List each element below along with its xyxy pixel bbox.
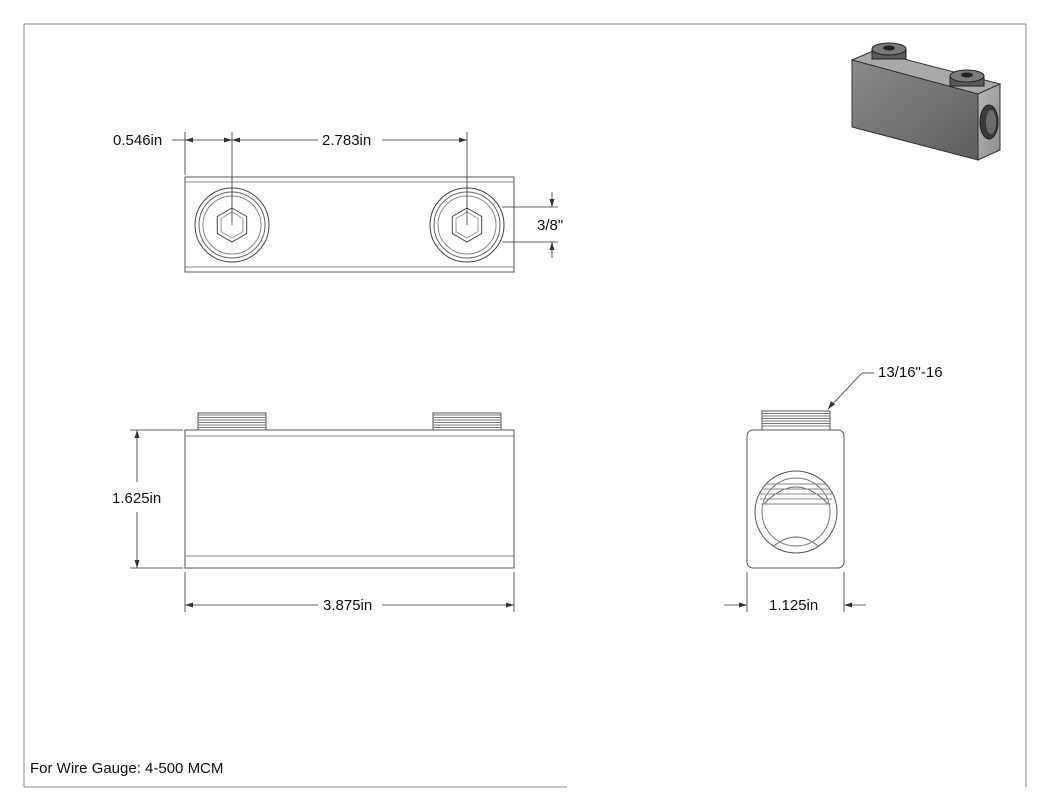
top-view [184,176,515,273]
dim-height: 1.625in [112,490,161,507]
top-view-arrowheads [185,137,555,250]
dim-hex-size: 3/8" [537,217,563,234]
iso-screw-1 [871,42,907,60]
side-bore [754,470,838,554]
side-view-arrowheads [739,401,852,608]
side-thread [761,410,831,431]
sheet-border [23,23,1027,788]
dim-width: 1.125in [769,597,818,614]
front-view-dimensions [130,429,515,612]
side-view-dimensions [724,372,874,612]
top-view-dimensions [172,132,558,258]
front-thread-left [197,412,267,431]
front-view-arrowheads [134,430,514,608]
front-view [184,412,515,569]
isometric-view [850,42,1002,161]
dim-length: 3.875in [323,597,372,614]
dim-thread-callout: 13/16"-16 [878,364,943,381]
dim-hole-offset: 0.546in [113,132,162,149]
side-view [746,410,845,569]
iso-screw-2 [949,69,985,87]
front-thread-right [432,412,502,431]
dim-hole-spacing: 2.783in [322,132,371,149]
wire-gauge-note: For Wire Gauge: 4-500 MCM [30,760,224,777]
